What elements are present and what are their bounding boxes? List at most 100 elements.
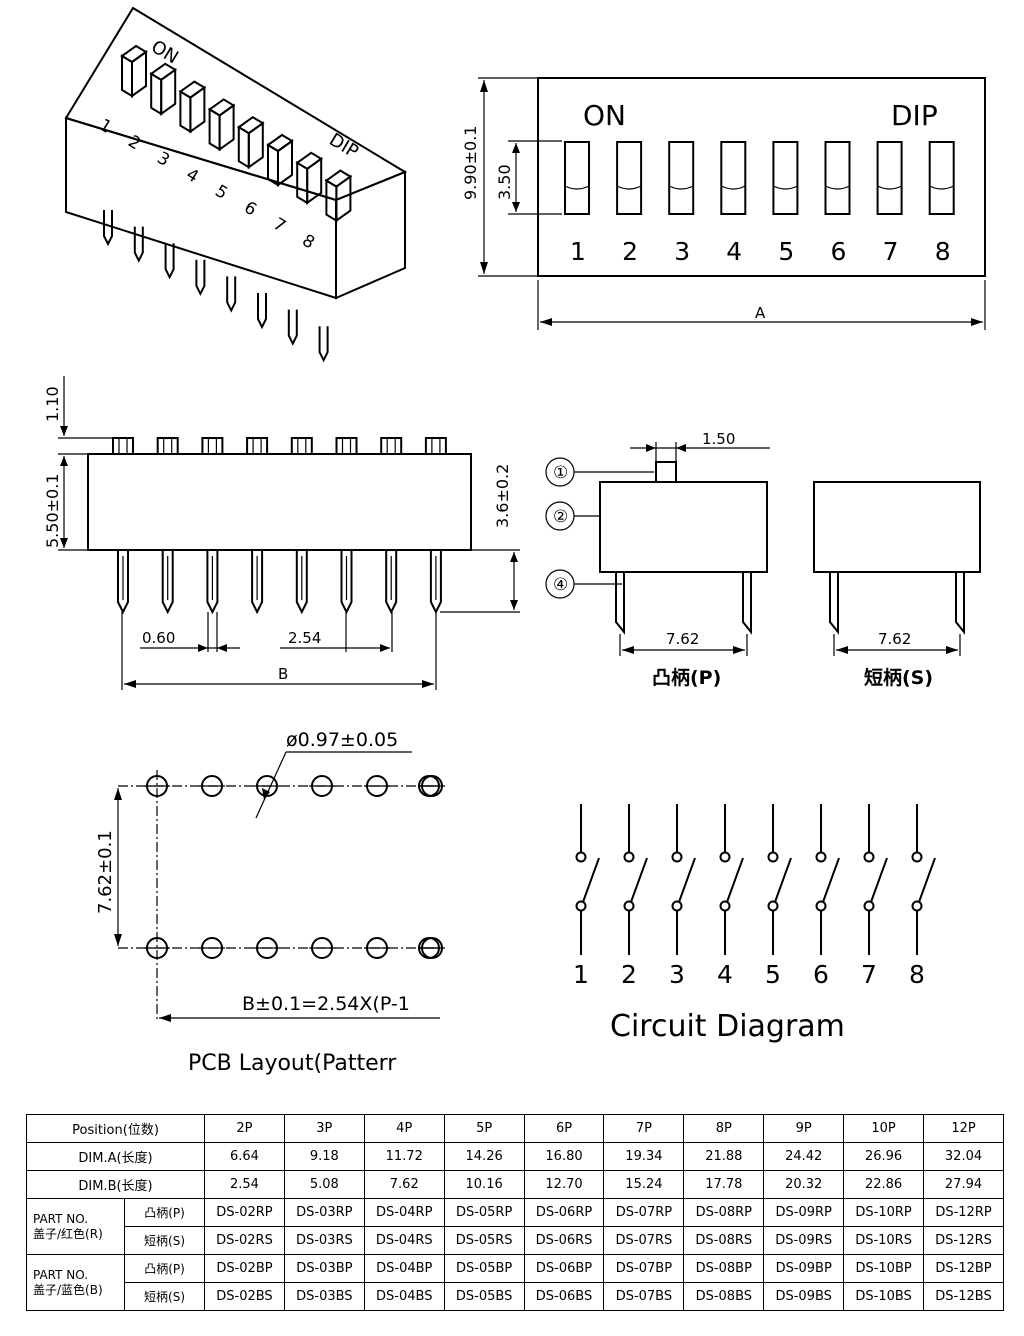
side-dim-length: B [278, 665, 288, 683]
dim-b-cell: 7.62 [363, 1170, 445, 1199]
iso-switch [324, 169, 353, 223]
top-dim-height: 9.90±0.1 [461, 126, 480, 200]
circuit-number: 2 [621, 960, 637, 989]
top-body [537, 77, 986, 277]
circuit-switches [575, 804, 936, 955]
iso-pin [226, 276, 237, 313]
part-number-cell: DS-02RS [204, 1226, 285, 1255]
end-label-s: 短柄(S) [864, 666, 933, 689]
circuit-number: 3 [669, 960, 685, 989]
dim-b-cell: 2.54 [204, 1170, 285, 1199]
part-number-cell: DS-06BS [523, 1282, 605, 1311]
circuit-switch [815, 804, 840, 955]
side-pin [340, 550, 353, 615]
part-number-cell: DS-08RP [683, 1198, 765, 1227]
iso-pin [103, 210, 113, 247]
iso-switch [295, 151, 324, 205]
iso-body-top [64, 6, 408, 202]
top-switch [772, 141, 799, 215]
pcb-layout: ø0.97±0.05 7.62±0.1 B±0.1=2.54X(P-1 PCB … [95, 729, 445, 1076]
dim-b-cell: 27.94 [923, 1170, 1004, 1199]
pcb-title: PCB Layout(Patterr [188, 1051, 397, 1076]
circuit-title: Circuit Diagram [610, 1009, 845, 1044]
position-cell: 10P [843, 1114, 925, 1143]
side-pin [295, 550, 308, 615]
side-actuator [424, 437, 447, 455]
callout-2: ② [553, 507, 568, 527]
iso-switch [178, 80, 207, 134]
side-dim-actuator: 1.10 [43, 386, 62, 422]
side-actuator [112, 437, 134, 455]
side-actuator [290, 437, 313, 455]
circuit-switch [911, 804, 936, 955]
iso-switch [120, 44, 148, 98]
side-dim-pin: 3.6±0.2 [493, 464, 512, 528]
position-cell: 6P [523, 1114, 605, 1143]
circuit-number: 8 [909, 960, 925, 989]
part-number-cell: DS-02RP [204, 1198, 285, 1227]
pcb-hole [364, 775, 390, 797]
side-actuator [246, 437, 269, 455]
handle-s-label: 短柄(S) [123, 1282, 206, 1311]
position-cell: 2P [204, 1114, 285, 1143]
dim-a-cell: 26.96 [843, 1142, 925, 1171]
circuit-switch [767, 804, 792, 955]
iso-pins [103, 210, 329, 363]
circuit-number: 1 [573, 960, 589, 989]
iso-body-side [335, 170, 406, 300]
dim-a-label: DIM.A(长度) [25, 1142, 206, 1171]
dim-b-cell: 17.78 [683, 1170, 765, 1199]
circuit-switch [719, 804, 744, 955]
part-number-cell: DS-10BP [843, 1254, 925, 1283]
top-switch-number: 5 [778, 237, 794, 266]
side-pin [117, 550, 129, 615]
end-dim-actuator-width: 1.50 [702, 430, 735, 448]
part-number-cell: DS-06BP [523, 1254, 605, 1283]
end-view-s: 7.62 短柄(S) [813, 481, 981, 689]
dim-a-cell: 11.72 [363, 1142, 445, 1171]
part-number-cell: DS-04BP [363, 1254, 445, 1283]
pcb-length-formula: B±0.1=2.54X(P-1 [242, 993, 410, 1015]
part-number-cell: DS-09BS [763, 1282, 845, 1311]
iso-switch [236, 116, 265, 170]
iso-switch-number: 8 [298, 231, 318, 254]
top-switch-number: 4 [726, 237, 742, 266]
end-dim-span-s: 7.62 [878, 630, 911, 648]
top-switch [564, 141, 590, 215]
part-number-cell: DS-12BS [923, 1282, 1004, 1311]
iso-pin [287, 309, 298, 346]
position-cell: 12P [923, 1114, 1004, 1143]
iso-switch-number: 6 [240, 198, 260, 221]
circuit-number: 4 [717, 960, 733, 989]
part-number-cell: DS-10BS [843, 1282, 925, 1311]
top-switch [720, 141, 747, 215]
side-pin [385, 550, 398, 615]
top-switch [668, 141, 695, 215]
part-number-cell: DS-04RS [363, 1226, 445, 1255]
part-number-cell: DS-05RP [443, 1198, 525, 1227]
part-number-cell: DS-12BP [923, 1254, 1004, 1283]
part-number-cell: DS-09RP [763, 1198, 845, 1227]
side-pin [161, 550, 174, 615]
dim-a-cell: 32.04 [923, 1142, 1004, 1171]
part-number-cell: DS-03RS [283, 1226, 365, 1255]
circuit-switch [623, 804, 648, 955]
pcb-hole [144, 775, 170, 797]
part-number-cell: DS-04BS [363, 1282, 445, 1311]
part-number-cell: DS-09BP [763, 1254, 845, 1283]
end-label-p: 凸柄(P) [652, 667, 721, 689]
part-number-cell: DS-04RP [363, 1198, 445, 1227]
side-pin [206, 550, 219, 615]
top-switch [928, 141, 955, 215]
dim-a-cell: 9.18 [283, 1142, 365, 1171]
pcb-hole [199, 937, 225, 959]
part-number-cell: DS-02BS [204, 1282, 285, 1311]
dim-b-label: DIM.B(长度) [25, 1170, 206, 1199]
iso-dip-label: DIP [325, 129, 362, 163]
